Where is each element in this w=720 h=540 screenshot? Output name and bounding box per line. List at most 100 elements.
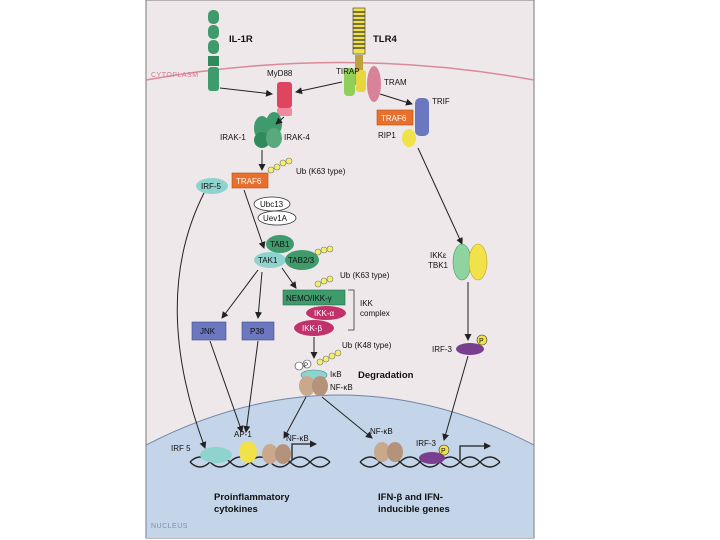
arrow-tram-trif bbox=[379, 93, 413, 106]
nfkb-cyto-label: NF-κB bbox=[330, 383, 353, 392]
irf3-cyto-phospho-label: P bbox=[479, 338, 484, 345]
arrow-p38-ap1 bbox=[243, 340, 259, 433]
irf3-nuc-phospho-label: P bbox=[441, 448, 446, 455]
p38-label: P38 bbox=[250, 327, 265, 336]
myd88-label: MyD88 bbox=[267, 69, 293, 78]
rip1-shape bbox=[402, 129, 416, 147]
ikb-label: IκB bbox=[330, 370, 342, 379]
traf6-left-shape bbox=[231, 172, 269, 189]
trif-shape bbox=[415, 98, 429, 136]
nfkb-cyto-left bbox=[299, 376, 315, 396]
myd88-domain bbox=[277, 108, 292, 116]
tak1-label: TAK1 bbox=[258, 256, 278, 265]
nemo-label: NEMO/IKK-γ bbox=[286, 294, 332, 303]
rip1-label: RIP1 bbox=[378, 131, 396, 140]
jnk-shape bbox=[191, 321, 227, 341]
ub-chain-1 bbox=[267, 157, 293, 174]
arrow-irf5-nucleus bbox=[176, 192, 207, 449]
ub-chain-2 bbox=[314, 245, 334, 256]
tab23-shape bbox=[285, 250, 319, 270]
plasma-membrane bbox=[146, 61, 534, 81]
irf5-label: IRF-5 bbox=[201, 182, 222, 191]
irf5-shape bbox=[196, 178, 228, 194]
tlr4-tir-shape bbox=[356, 70, 366, 92]
tram-shape bbox=[367, 66, 381, 102]
arrow-nfkb-left bbox=[283, 396, 307, 439]
myd88-shape bbox=[277, 82, 292, 108]
arrow-tak1-jnk bbox=[221, 269, 259, 319]
irak1-label: IRAK-1 bbox=[220, 133, 246, 142]
nfkb-nuc-right-1 bbox=[374, 442, 390, 462]
phospho-ikb-2 bbox=[302, 359, 312, 369]
uev1a-shape bbox=[257, 210, 297, 226]
nfkb-nuc-left-2 bbox=[275, 444, 291, 464]
ikka-label: IKK-α bbox=[314, 309, 335, 318]
ikk-complex-label-2: complex bbox=[360, 309, 390, 318]
cytoplasm-label: CYTOPLASM bbox=[151, 72, 199, 79]
dna-right bbox=[359, 456, 501, 468]
traf6-right-label: TRAF6 bbox=[381, 114, 407, 123]
trif-label: TRIF bbox=[432, 97, 450, 106]
irak-complex bbox=[254, 112, 282, 148]
transcription-arrow-left bbox=[291, 440, 317, 460]
nucleus-label: NUCLEUS bbox=[151, 523, 188, 530]
irf3-cyto-label: IRF-3 bbox=[432, 345, 453, 354]
irf3-nuc-label: IRF-3 bbox=[416, 439, 437, 448]
ikk-bracket bbox=[348, 289, 355, 331]
tlr4-label: TLR4 bbox=[373, 34, 397, 45]
arrow-traf6-tak1 bbox=[243, 189, 266, 249]
ikkb-label: IKK-β bbox=[302, 324, 323, 333]
arrow-irf3-nucleus bbox=[442, 355, 469, 441]
ikk-complex-label-1: IKK bbox=[360, 299, 374, 308]
arrow-myd88-irak bbox=[275, 116, 285, 125]
irf5-nuc-shape bbox=[200, 447, 232, 463]
dna-left bbox=[189, 456, 331, 468]
arrow-nfkb-right bbox=[321, 396, 373, 439]
ikkb-shape bbox=[294, 320, 334, 336]
tab1-shape bbox=[266, 235, 294, 253]
irf3-cyto-shape bbox=[456, 343, 484, 355]
uev1a-label: Uev1A bbox=[263, 214, 288, 223]
ub-k63-1-label: Ub (K63 type) bbox=[296, 167, 346, 176]
ub-k48-label: Ub (K48 type) bbox=[342, 341, 392, 350]
arrow-tak1-p38 bbox=[255, 271, 263, 319]
ub-chain-3 bbox=[314, 275, 334, 288]
nfkb-nuc-left-label: NF-κB bbox=[286, 434, 309, 443]
tak1-shape bbox=[254, 252, 286, 268]
nfkb-cyto-right bbox=[312, 376, 328, 396]
arrow-tirap-myd88 bbox=[295, 81, 343, 95]
nemo-shape bbox=[282, 289, 346, 306]
nfkb-nuc-right-label: NF-κB bbox=[370, 427, 393, 436]
tab1-label: TAB1 bbox=[270, 240, 290, 249]
irf3-nuc-phospho bbox=[438, 444, 450, 456]
tirap-shape bbox=[344, 68, 355, 96]
nfkb-nuc-left-1 bbox=[262, 444, 278, 464]
ikke-label: IKKε bbox=[430, 251, 447, 260]
left-output-2: cytokines bbox=[214, 504, 258, 515]
ubc13-label: Ubc13 bbox=[260, 200, 284, 209]
tirap-label: TIRAP bbox=[336, 67, 360, 76]
irf3-cyto-phospho bbox=[476, 334, 488, 346]
tab23-label: TAB2/3 bbox=[288, 256, 315, 265]
left-output-1: Proinflammatory bbox=[214, 492, 290, 503]
transcription-arrow-right bbox=[459, 442, 491, 460]
nfkb-nuc-right-2 bbox=[387, 442, 403, 462]
phospho-ikb-1 bbox=[294, 361, 304, 371]
ap1-nuc-label: AP-1 bbox=[234, 430, 252, 439]
tbk1-label: TBK1 bbox=[428, 261, 449, 270]
traf6-left-label: TRAF6 bbox=[236, 177, 262, 186]
phospho-ikb-label: P bbox=[304, 363, 308, 369]
il1r-label: IL-1R bbox=[229, 34, 253, 45]
tram-label: TRAM bbox=[384, 78, 407, 87]
tbk1-shape bbox=[468, 243, 488, 281]
right-output-1: IFN-β and IFN- bbox=[378, 492, 443, 503]
ikka-shape bbox=[306, 306, 346, 320]
arrow-tak1-ikk bbox=[281, 267, 297, 289]
arrow-trif-ikke bbox=[417, 147, 463, 245]
p38-shape bbox=[241, 321, 275, 341]
irak4-label: IRAK-4 bbox=[284, 133, 310, 142]
irf5-nuc-label: IRF 5 bbox=[171, 444, 191, 453]
ub-chain-4 bbox=[316, 349, 342, 366]
jnk-label: JNK bbox=[200, 327, 216, 336]
